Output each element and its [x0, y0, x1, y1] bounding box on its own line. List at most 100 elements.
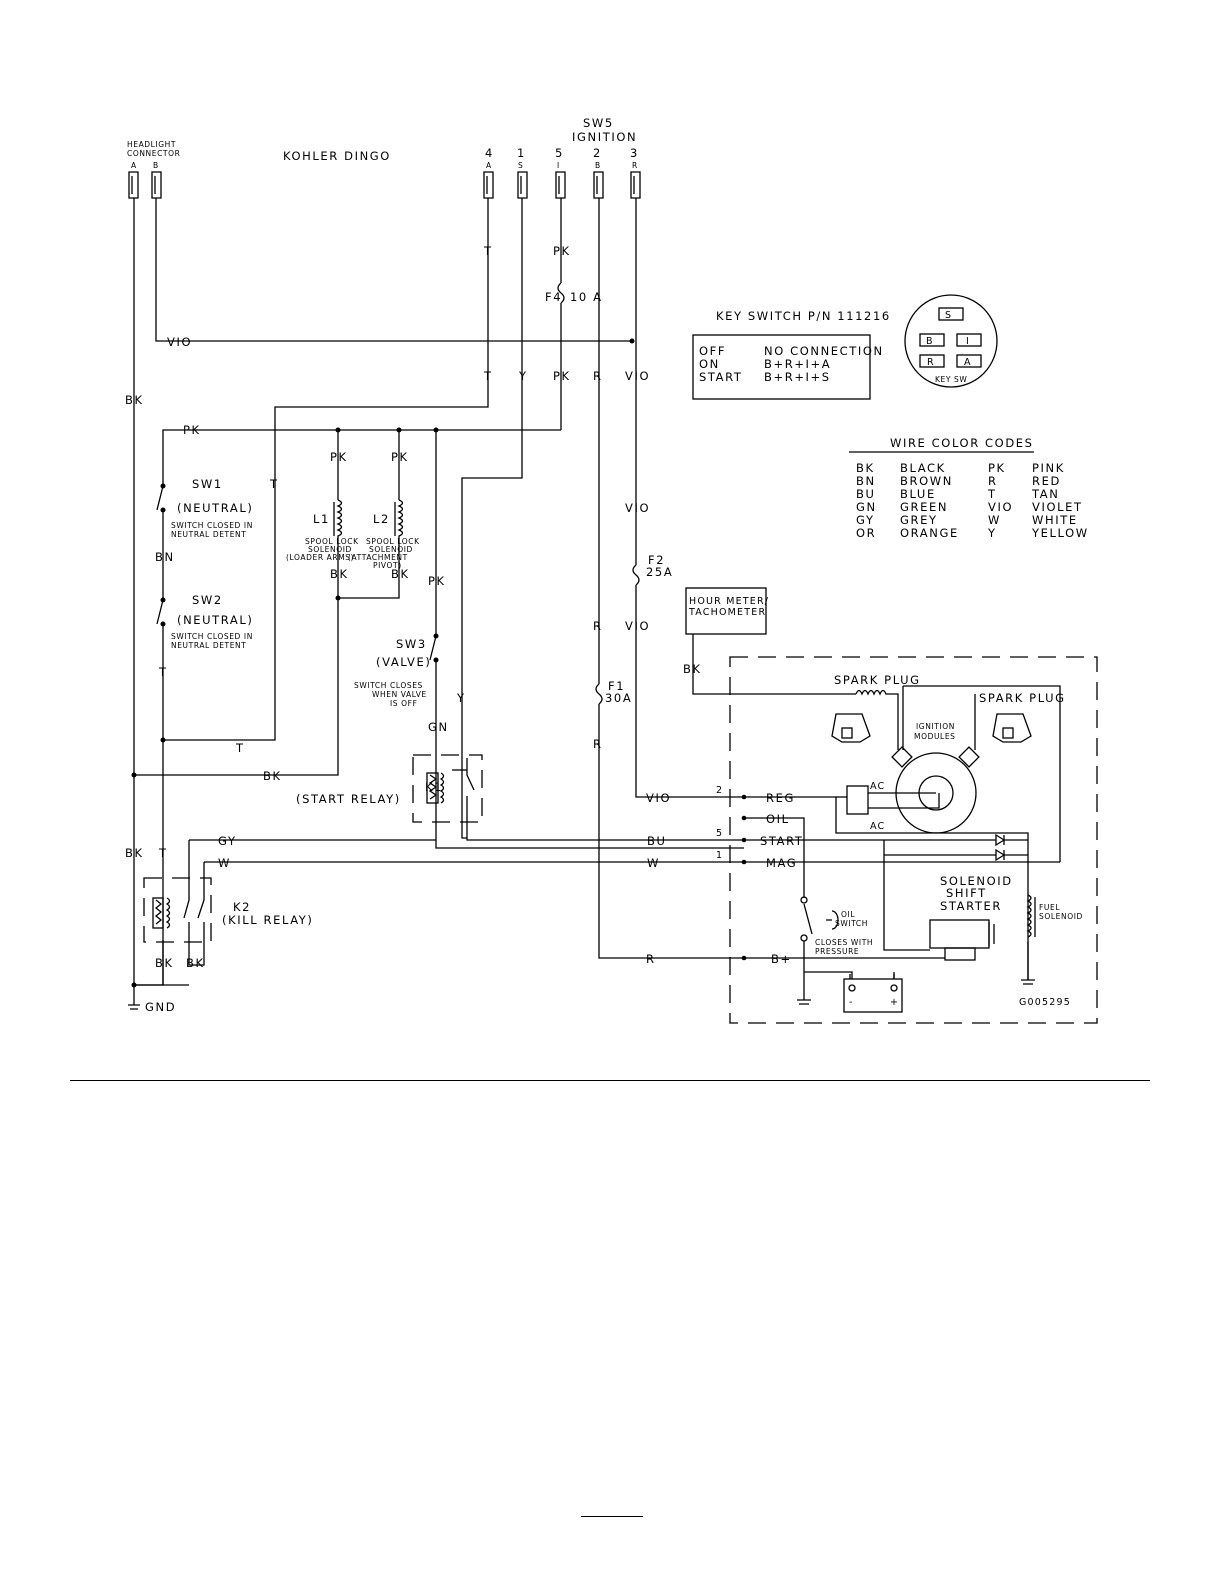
key-switch-title: KEY SWITCH P/N 111216: [716, 309, 891, 323]
solenoid-l1: L1 SPOOL LOCK SOLENOID (LOADER ARMS): [286, 499, 359, 562]
wire-label-y-k1: Y: [456, 691, 466, 705]
wire-label-pk-mid: PK: [553, 369, 571, 383]
wire-color-code-table: WIRE COLOR CODES BK BLACK PK PINK BN BRO…: [849, 436, 1089, 540]
wire-label-bu: BU: [647, 834, 667, 848]
wire-label-t-k2: T: [158, 846, 168, 860]
wire-label-pk-top: PK: [553, 244, 571, 258]
wire-label-pk-l2: PK: [391, 450, 409, 464]
wire-label-bk-k2-left: BK: [125, 846, 144, 860]
wire-label-pk-l1: PK: [330, 450, 348, 464]
key-face-i: I: [966, 336, 970, 347]
fuses: F4 10 A F2 25A F1 30A: [545, 290, 672, 705]
engine-terminal-dots: [741, 794, 747, 961]
ign-letter-i: I: [557, 161, 560, 170]
starter-label-2: SHIFT: [946, 886, 987, 900]
wc-code: T: [987, 487, 997, 501]
wire-label-t-bus: T: [235, 741, 245, 755]
diode-icon: [995, 848, 1006, 862]
sw1-note-1: SWITCH CLOSED IN: [171, 521, 253, 530]
wc-code: W: [988, 513, 1001, 527]
ground-symbol: GND: [128, 985, 176, 1014]
key-conn-start: B+R+I+S: [764, 370, 831, 384]
sw2-note-2: NEUTRAL DETENT: [171, 641, 246, 650]
fuse-f2-name: F2: [648, 553, 665, 567]
switch-sw1: SW1 (NEUTRAL) SWITCH CLOSED IN NEUTRAL D…: [156, 477, 253, 539]
wire-label-bk-k2-b: BK: [186, 956, 205, 970]
ignition-modules-label-1: IGNITION: [916, 722, 955, 731]
spark-plug-left-icon: [831, 713, 871, 743]
key-pos-off: OFF: [699, 344, 726, 358]
term-num-5: 5: [716, 828, 723, 839]
wire-label-r-mid: R: [593, 369, 603, 383]
l2-name: L2: [373, 512, 390, 526]
fuse-f4-name: F4: [545, 290, 562, 304]
diagram-title: KOHLER DINGO: [283, 149, 391, 163]
l1-note-3: (LOADER ARMS): [286, 553, 354, 562]
wire-label-t-top: T: [483, 244, 493, 258]
wc-name: RED: [1032, 474, 1061, 488]
wc-code: GY: [856, 513, 875, 527]
sw3-note-2: WHEN VALVE: [372, 690, 427, 699]
wire-label-bk-l2: BK: [391, 567, 410, 581]
flywheel-icon: [891, 746, 980, 834]
starter-label-1: SOLENOID: [940, 874, 1013, 888]
oil-switch-label-2: SWITCH: [835, 919, 868, 928]
headlight-label-2: CONNECTOR: [127, 149, 180, 158]
wire-label-w-right: W: [647, 856, 660, 870]
wc-name: BLUE: [900, 487, 936, 501]
sw3-note-3: IS OFF: [390, 699, 418, 708]
key-face-s: S: [945, 310, 952, 321]
term-num-2: 2: [716, 785, 723, 796]
wc-name: YELLOW: [1031, 526, 1089, 540]
k2-name: K2: [233, 900, 251, 914]
starter-motor-icon: SOLENOID SHIFT STARTER: [929, 874, 1013, 961]
key-pos-start: START: [699, 370, 742, 384]
key-switch-table: KEY SWITCH P/N 111216 OFF NO CONNECTION …: [692, 309, 891, 400]
key-conn-on: B+R+I+A: [764, 357, 831, 371]
wire-codes-title: WIRE COLOR CODES: [890, 436, 1034, 450]
fuel-solenoid-label-1: FUEL: [1039, 903, 1060, 912]
ign-term-2: 2: [593, 146, 602, 160]
l1-name: L1: [313, 512, 330, 526]
ign-letter-a: A: [486, 161, 492, 170]
wire-label-gy: GY: [218, 834, 237, 848]
l2-note-4: PIVOT): [373, 561, 402, 570]
terminal-reg: REG: [766, 791, 795, 805]
fuel-solenoid: FUEL SOLENOID: [1021, 894, 1083, 985]
wc-name: GREY: [900, 513, 938, 527]
spark-plug-label-right: SPARK PLUG: [979, 691, 1066, 705]
wc-name: VIOLET: [1032, 500, 1083, 514]
closes-label-1: CLOSES WITH: [815, 938, 873, 947]
l2-note-1: SPOOL LOCK: [366, 537, 420, 546]
key-face-a: A: [964, 357, 972, 368]
wc-name: ORANGE: [900, 526, 959, 540]
gnd-label: GND: [145, 1000, 176, 1014]
wire-label-pk-sw3: PK: [428, 574, 446, 588]
ignition-switch-sw5: SW5 IGNITION 4 1 5 2 3 A S I B R: [483, 116, 641, 199]
key-conn-off: NO CONNECTION: [764, 344, 884, 358]
fuse-f1-name: F1: [608, 679, 625, 693]
terminal-b-plus: B+: [771, 952, 792, 966]
wc-code: GN: [856, 500, 877, 514]
fuel-solenoid-label-2: SOLENOID: [1039, 912, 1083, 921]
key-switch-face: S B I R A KEY SW: [904, 294, 998, 388]
wire-label-bk-l1: BK: [330, 567, 349, 581]
wire-label-gn: GN: [428, 720, 449, 734]
sw3-name: SW3: [396, 637, 427, 651]
terminal-oil: OIL: [766, 812, 790, 826]
fuse-f1-rating: 30A: [605, 691, 632, 705]
sw3-note-1: SWITCH CLOSES: [354, 681, 423, 690]
battery-icon: - +: [804, 971, 903, 1013]
wc-code: Y: [987, 526, 997, 540]
closes-label-2: PRESSURE: [815, 947, 859, 956]
wire-label-bk-left: BK: [125, 393, 144, 407]
wire-labels: T PK VIO T Y PK R VIO BK PK T PK PK VIO …: [125, 244, 700, 970]
drawing-number: G005295: [1019, 997, 1071, 1008]
l1-note-1: SPOOL LOCK: [305, 537, 359, 546]
wire-codes-row: OR ORANGE Y YELLOW: [856, 526, 1089, 540]
relay-k1: K1 (START RELAY): [296, 754, 483, 823]
sw1-name: SW1: [192, 477, 223, 491]
wire-codes-row: BK BLACK PK PINK: [856, 461, 1063, 475]
hour-meter: HOUR METER/ TACHOMETER: [685, 587, 768, 635]
